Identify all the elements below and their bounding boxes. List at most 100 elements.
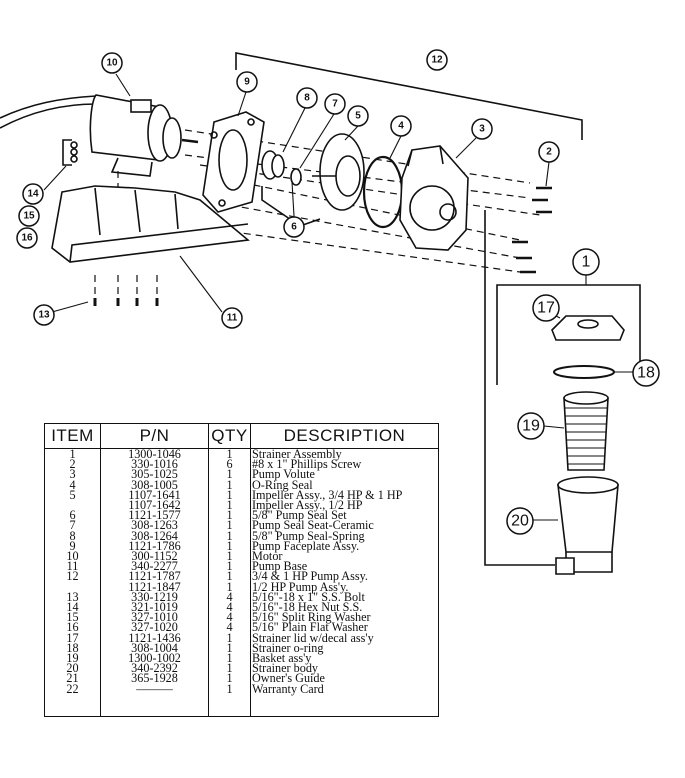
callout-3 xyxy=(471,118,493,140)
cell-description: 3/4 & 1 HP Pump Assy. xyxy=(250,570,439,583)
empty-cell xyxy=(44,693,101,717)
cell-description: Pump Faceplate Assy. xyxy=(250,540,439,552)
callout-label-8: 8 xyxy=(304,93,310,104)
cell-description: Strainer body xyxy=(250,662,439,674)
table-header-row: ITEM P/N QTY DESCRIPTION xyxy=(44,423,439,449)
callout-label-2: 2 xyxy=(546,147,552,158)
callout-2 xyxy=(538,141,560,163)
callout-4 xyxy=(390,115,412,137)
callout-label-11: 11 xyxy=(227,313,238,324)
cell-description: Warranty Card xyxy=(250,682,439,695)
header-description: DESCRIPTION xyxy=(250,423,439,449)
empty-cell xyxy=(100,693,209,717)
callout-label-12: 12 xyxy=(431,55,443,66)
header-pn: P/N xyxy=(100,423,209,449)
cell-description: 5/8" Pump Seal Set xyxy=(250,509,439,521)
callout-8 xyxy=(296,87,318,109)
cell-item: 12 xyxy=(44,570,101,583)
callout-9 xyxy=(236,71,258,93)
cell-description: Impeller Assy., 3/4 HP & 1 HP xyxy=(250,489,439,501)
cell-description: Strainer Assembly xyxy=(250,448,439,460)
callout-label-15: 15 xyxy=(23,211,35,222)
callout-15 xyxy=(18,205,40,227)
callout-label-16: 16 xyxy=(21,233,33,244)
empty-cell xyxy=(208,693,251,717)
cell-item: 22 xyxy=(44,682,101,695)
callout-12 xyxy=(426,49,448,71)
cell-description: Pump Volute xyxy=(250,468,439,481)
cell-quantity: 1 xyxy=(208,682,251,695)
callout-1 xyxy=(572,248,600,276)
cell-description: Pump Seal Seat-Ceramic xyxy=(250,519,439,532)
cell-description: 5/16" Split Ring Washer xyxy=(250,611,439,623)
callout-label-1: 1 xyxy=(582,254,591,271)
callout-6 xyxy=(283,216,305,238)
callout-label-19: 19 xyxy=(522,418,540,435)
callout-label-13: 13 xyxy=(38,310,50,321)
cell-description: 5/16"-18 Hex Nut S.S. xyxy=(250,601,439,613)
callout-label-14: 14 xyxy=(27,189,39,200)
callout-label-7: 7 xyxy=(332,99,338,110)
cell-description: #8 x 1" Phillips Screw xyxy=(250,458,439,470)
cell-item: 5 xyxy=(44,489,101,501)
callout-label-5: 5 xyxy=(355,111,361,122)
callout-label-17: 17 xyxy=(537,300,555,317)
callout-label-10: 10 xyxy=(106,58,118,69)
callout-label-6: 6 xyxy=(291,222,297,233)
callout-label-3: 3 xyxy=(479,124,485,135)
cell-description: Strainer lid w/decal ass'y xyxy=(250,631,439,644)
header-qty: QTY xyxy=(208,423,251,449)
cell-part-number: ——— xyxy=(100,682,209,695)
cell-description: 5/16"-18 x 1" S.S. Bolt xyxy=(250,591,439,603)
callout-label-4: 4 xyxy=(398,121,404,132)
callout-20 xyxy=(506,507,534,535)
callout-16 xyxy=(16,227,38,249)
cell-description: Owner's Guide xyxy=(250,672,439,685)
header-item: ITEM xyxy=(44,423,101,449)
callout-14 xyxy=(22,183,44,205)
callout-17 xyxy=(532,294,560,322)
empty-cell xyxy=(250,693,439,717)
table-spacer-row xyxy=(44,693,439,717)
cell-description: Impeller Assy., 1/2 HP xyxy=(250,499,439,511)
callout-label-9: 9 xyxy=(244,77,250,88)
cell-description: Strainer o-ring xyxy=(250,642,439,654)
callout-5 xyxy=(347,105,369,127)
cell-description: 5/8" Pump Seal-Spring xyxy=(250,529,439,542)
callout-label-18: 18 xyxy=(637,365,655,382)
cell-description: 1/2 HP Pump Ass'y. xyxy=(250,580,439,593)
cell-description: O-Ring Seal xyxy=(250,478,439,491)
callout-7 xyxy=(324,93,346,115)
callout-13 xyxy=(33,304,55,326)
cell-description: Motor xyxy=(250,550,439,562)
callout-18 xyxy=(632,359,660,387)
cell-description: Basket ass'y xyxy=(250,652,439,664)
callout-label-20: 20 xyxy=(511,513,529,530)
callout-10 xyxy=(101,52,123,74)
